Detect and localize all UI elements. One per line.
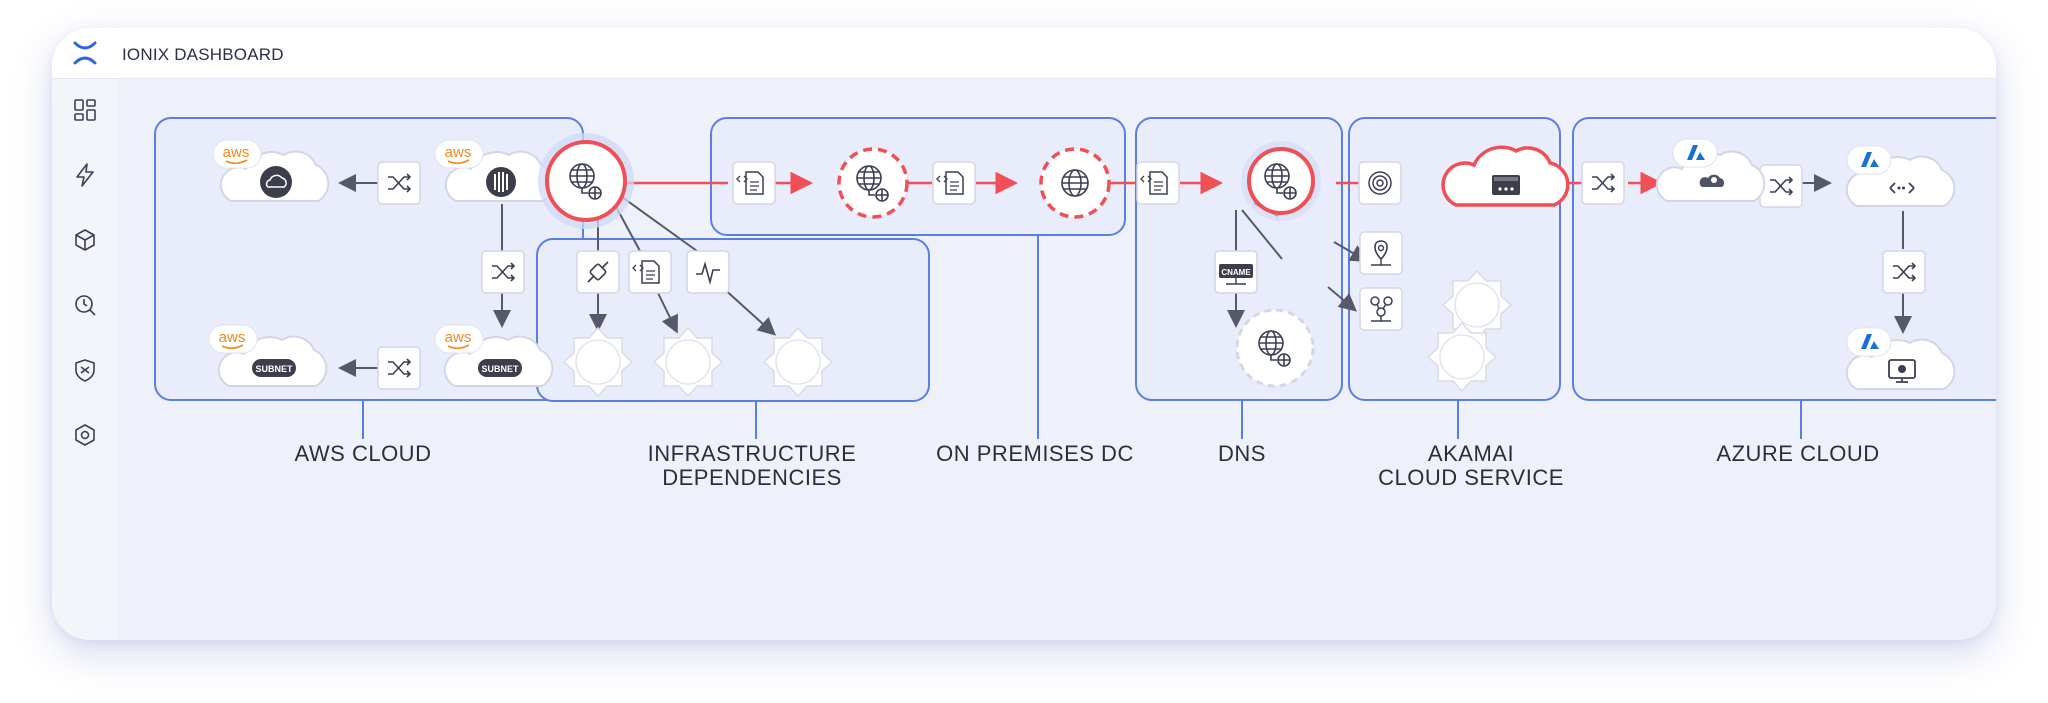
svg-text:aws: aws (223, 144, 250, 161)
shuffle-tile[interactable] (1759, 164, 1803, 208)
top-bar: IONIX DASHBOARD (52, 28, 1996, 79)
aws-badge: aws (208, 324, 258, 354)
ionix-logo-icon (73, 41, 97, 65)
dashboard-window: IONIX DASHBOARD (52, 28, 1996, 640)
shuffle-tile[interactable] (1581, 161, 1625, 205)
location-tile[interactable] (1359, 231, 1403, 275)
target-tile[interactable] (1358, 161, 1402, 205)
settings-hex-icon[interactable] (72, 422, 98, 448)
shuffle-tile[interactable] (1882, 250, 1926, 294)
dns-globe-node[interactable] (1241, 141, 1321, 221)
svg-text:CNAME: CNAME (1221, 268, 1251, 277)
svg-text:SUBNET: SUBNET (481, 364, 519, 374)
shuffle-tile[interactable] (481, 250, 525, 294)
aws-badge: aws (212, 139, 262, 169)
document-tile[interactable] (932, 161, 976, 205)
cube-icon[interactable] (72, 227, 98, 253)
label-cloud-service: CLOUD SERVICE (1378, 465, 1564, 490)
shuffle-tile[interactable] (377, 161, 421, 205)
label-dns: DNS (1218, 441, 1266, 466)
azure-api-node[interactable] (1845, 155, 1956, 207)
network-tile[interactable] (1359, 287, 1403, 331)
label-azure-cloud: AZURE CLOUD (1716, 441, 1879, 466)
label-akamai: AKAMAI (1428, 441, 1514, 466)
app-title: IONIX DASHBOARD (122, 45, 284, 64)
diagram-area: SUBNET SUBNET aws aws aws (118, 79, 1996, 640)
dependency-node[interactable] (653, 327, 723, 397)
aws-badge: aws (434, 139, 484, 169)
network-diagram: SUBNET SUBNET aws aws aws (154, 117, 1996, 490)
group-onprem (710, 117, 1126, 439)
azure-badge (1846, 327, 1892, 357)
aws-security-node[interactable] (444, 150, 555, 202)
aws-cloud-node[interactable] (219, 150, 330, 202)
cname-tile[interactable]: CNAME (1214, 250, 1258, 294)
svg-text:aws: aws (445, 329, 472, 346)
document-tile[interactable] (628, 250, 672, 294)
shield-icon[interactable] (72, 357, 98, 383)
search-radar-icon[interactable] (72, 292, 98, 318)
azure-vm-node[interactable] (1845, 338, 1956, 390)
akamai-edge-node[interactable] (1442, 270, 1512, 340)
onprem-globe-node[interactable] (1039, 147, 1111, 219)
label-infrastructure: INFRASTRUCTURE (648, 441, 857, 466)
label-on-premises-dc: ON PREMISES DC (936, 441, 1134, 466)
azure-badge (1846, 145, 1892, 175)
akamai-cloud-node[interactable] (1441, 145, 1570, 207)
shuffle-tile[interactable] (377, 346, 421, 390)
document-tile[interactable] (1136, 161, 1180, 205)
document-tile[interactable] (732, 161, 776, 205)
aws-subnet-node-right[interactable]: SUBNET (443, 335, 554, 387)
akamai-edge-node[interactable] (1427, 322, 1497, 392)
aws-badge: aws (434, 324, 484, 354)
azure-cloud-node[interactable] (1655, 150, 1766, 202)
svg-text:aws: aws (445, 144, 472, 161)
label-aws-cloud: AWS CLOUD (295, 441, 432, 466)
svg-text:aws: aws (219, 329, 246, 346)
dependency-node[interactable] (763, 327, 833, 397)
lightning-icon[interactable] (72, 162, 98, 188)
label-dependencies: DEPENDENCIES (662, 465, 842, 490)
onprem-server-node[interactable] (837, 147, 909, 219)
svg-text:SUBNET: SUBNET (255, 364, 293, 374)
aws-globe-node[interactable] (538, 133, 634, 229)
sidebar (52, 79, 118, 640)
plug-tile[interactable] (576, 250, 620, 294)
azure-badge (1672, 138, 1718, 168)
aws-subnet-node-left[interactable]: SUBNET (217, 335, 328, 387)
pulse-tile[interactable] (686, 250, 730, 294)
grid-icon[interactable] (72, 97, 98, 123)
dns-target-node[interactable] (1235, 308, 1315, 388)
dependency-node[interactable] (563, 327, 633, 397)
